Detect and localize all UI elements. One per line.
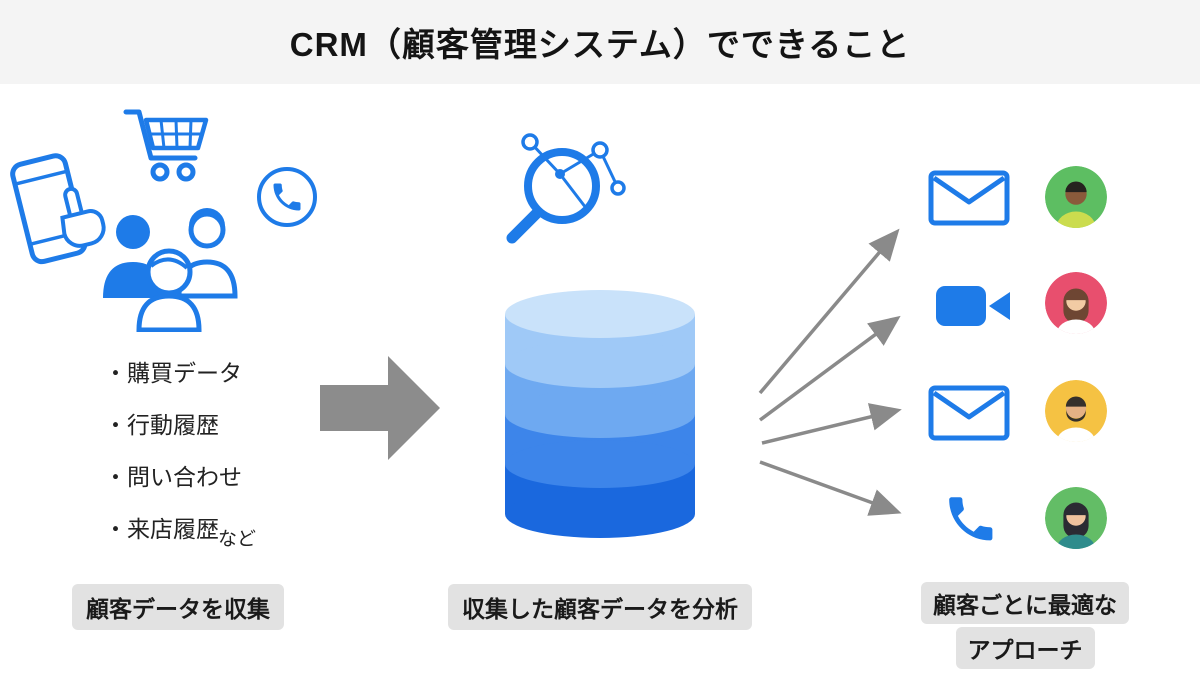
fanout-arrows — [758, 228, 902, 516]
smartphone-tap-icon — [10, 153, 106, 265]
approach-label-line2: アプローチ — [955, 627, 1095, 669]
analyze-data-label: 収集した顧客データを分析 — [448, 584, 752, 630]
approach-label: 顧客ごとに最適な アプローチ — [895, 582, 1155, 669]
phone-circle-icon — [257, 167, 317, 227]
customer-avatar — [1045, 487, 1107, 549]
etc-note: など — [218, 529, 257, 550]
customer-avatar — [1045, 272, 1107, 334]
approach-label-line1: 顧客ごとに最適な — [921, 582, 1129, 624]
database-cylinder-icon — [505, 290, 695, 538]
collect-data-label: 顧客データを収集 — [72, 584, 284, 630]
page-title: CRM（顧客管理システム）でできること — [289, 26, 911, 63]
list-item: ・購買データ — [104, 360, 242, 386]
shopping-cart-icon — [123, 109, 209, 182]
phone-call-icon — [949, 497, 993, 541]
email-envelope-icon — [928, 170, 1010, 226]
customers-group-icon — [103, 208, 238, 332]
customer-avatar — [1045, 380, 1107, 442]
email-envelope-icon — [928, 385, 1010, 441]
list-item: ・来店履歴 — [104, 516, 219, 542]
customer-avatar — [1045, 166, 1107, 228]
flow-arrow — [320, 356, 440, 460]
magnifier-network-icon — [506, 133, 626, 244]
video-call-icon — [936, 286, 1010, 326]
list-item: ・問い合わせ — [104, 464, 242, 490]
data-sources-list: ・購買データ ・行動履歴 ・問い合わせ ・来店履歴 — [104, 354, 242, 562]
title-bar: CRM（顧客管理システム）でできること — [0, 0, 1200, 84]
list-item: ・行動履歴 — [104, 412, 219, 438]
